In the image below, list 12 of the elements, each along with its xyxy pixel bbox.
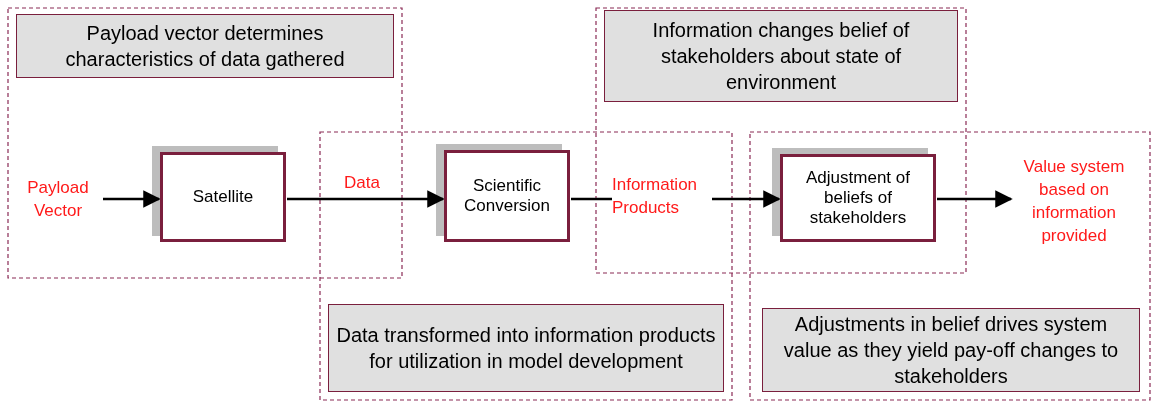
arrow <box>287 190 445 208</box>
input-label: Payload Vector <box>26 177 90 222</box>
note-box: Information changes belief of stakeholders about state of environment <box>604 10 958 102</box>
arrow <box>103 190 161 208</box>
output-label: Value system based on information provided <box>1022 156 1126 247</box>
note-box: Payload vector determines characteristics of data gathered <box>16 14 394 78</box>
note-box: Adjustments in belief drives system value as they yield pay-off changes to stakeholders <box>762 308 1140 392</box>
process-box: Adjustment of beliefs of stakeholders <box>780 154 936 242</box>
process-box: Scientific Conversion <box>444 150 570 242</box>
arrow <box>937 190 1013 208</box>
note-box: Data transformed into information products for utilization in model development <box>328 304 724 392</box>
process-box: Satellite <box>160 152 286 242</box>
